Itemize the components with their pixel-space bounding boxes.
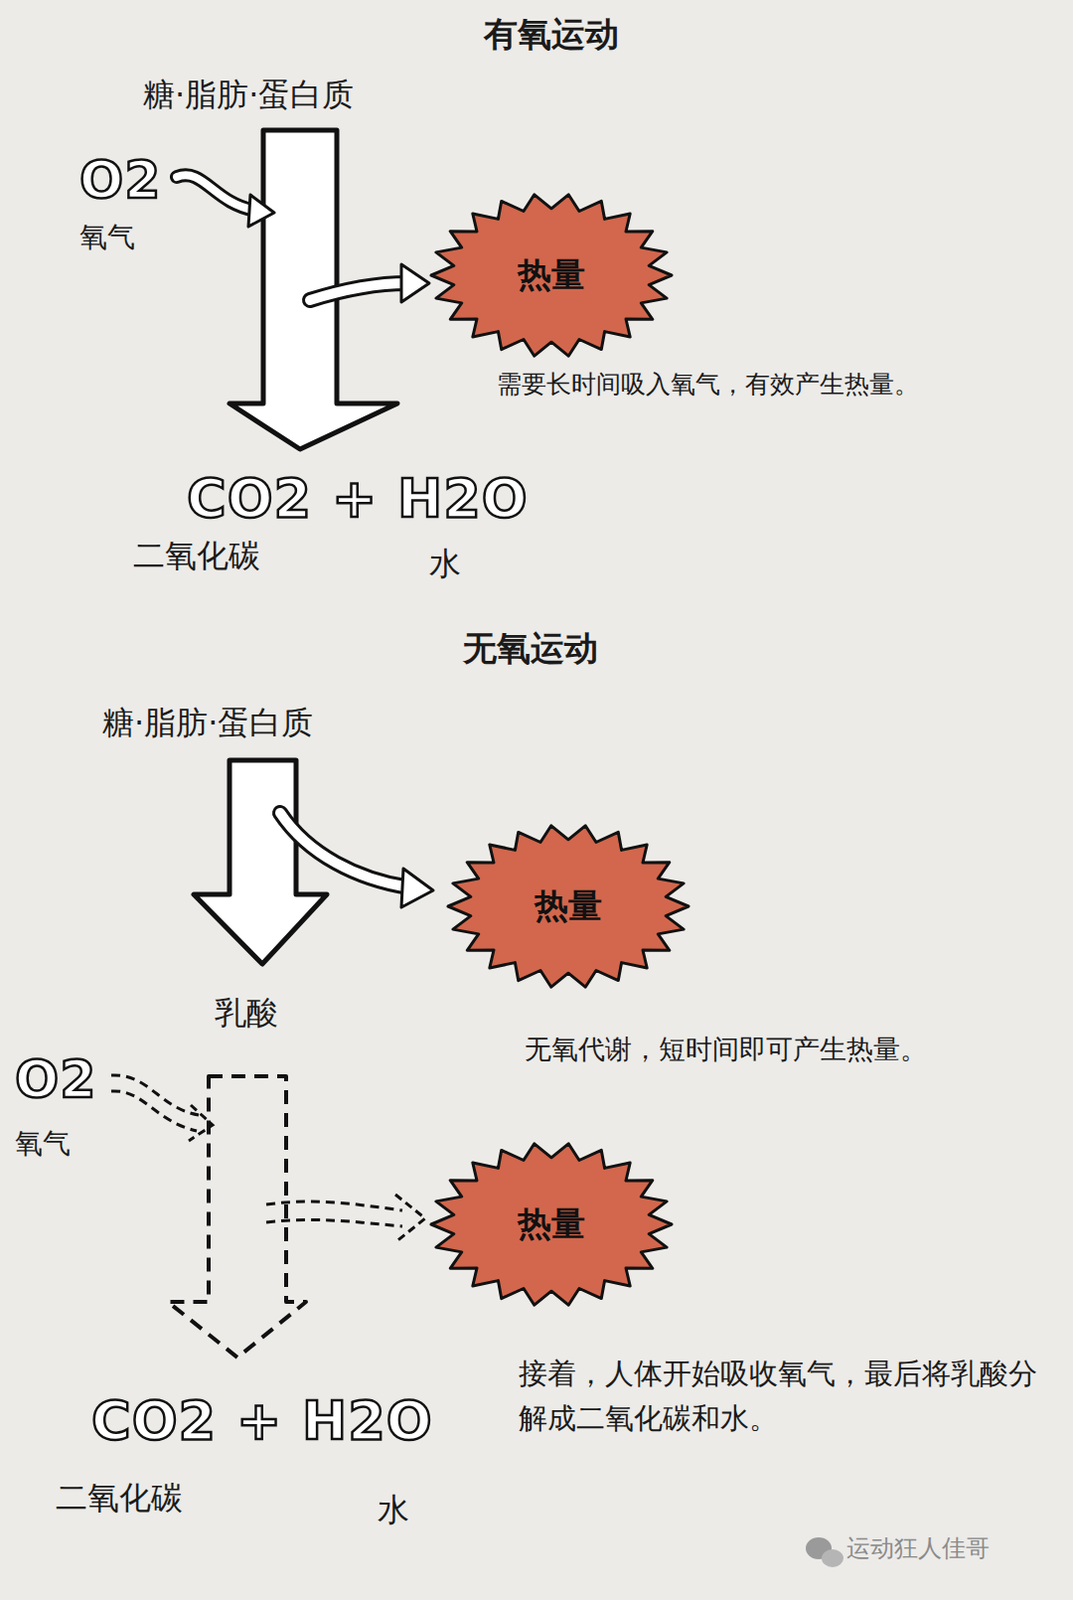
caption-note: 需要长时间吸入氧气，有效产生热量。 <box>496 369 920 400</box>
oxygen-symbol: O2 <box>79 149 161 211</box>
wechat-icon <box>805 1536 844 1567</box>
product-formula: CO2 + H2O <box>91 1388 434 1454</box>
caption-note: 接着，人体开始吸收氧气，最后将乳酸分解成二氧化碳和水。 <box>518 1351 1066 1441</box>
oxygen-label: 氧气 <box>79 220 136 255</box>
oxygen-label: 氧气 <box>14 1126 71 1161</box>
heat-text: 热量 <box>517 1201 586 1247</box>
caption-note: 无氧代谢，短时间即可产生热量。 <box>524 1033 927 1066</box>
section-title: 无氧运动 <box>0 627 1062 669</box>
heat-burst: 热量 <box>427 189 676 361</box>
oxygen-symbol: O2 <box>14 1048 97 1110</box>
section-title: 有氧运动 <box>0 13 1073 55</box>
oxygen-arrow <box>176 174 257 211</box>
flow-arrow <box>193 760 327 964</box>
product-label: 二氧化碳 <box>133 536 261 575</box>
heat-burst: 热量 <box>427 1138 676 1310</box>
product-formula: CO2 + H2O <box>186 466 529 532</box>
heat-text: 热量 <box>534 883 603 929</box>
product-label: 水 <box>429 544 461 583</box>
heat-arrow <box>280 812 410 888</box>
heat-arrow <box>309 283 408 301</box>
watermark: 运动狂人佳哥 <box>846 1533 990 1563</box>
nutrient-label: 糖·脂肪·蛋白质 <box>143 75 354 114</box>
heat-arrow-dashed <box>266 1201 403 1211</box>
product-label: 二氧化碳 <box>55 1478 183 1517</box>
lactic-acid-label: 乳酸 <box>214 993 279 1032</box>
heat-burst: 热量 <box>444 820 693 992</box>
product-label: 水 <box>377 1490 410 1529</box>
flow-arrow-dashed <box>167 1075 307 1358</box>
heat-text: 热量 <box>517 252 586 299</box>
nutrient-label: 糖·脂肪·蛋白质 <box>102 703 313 742</box>
